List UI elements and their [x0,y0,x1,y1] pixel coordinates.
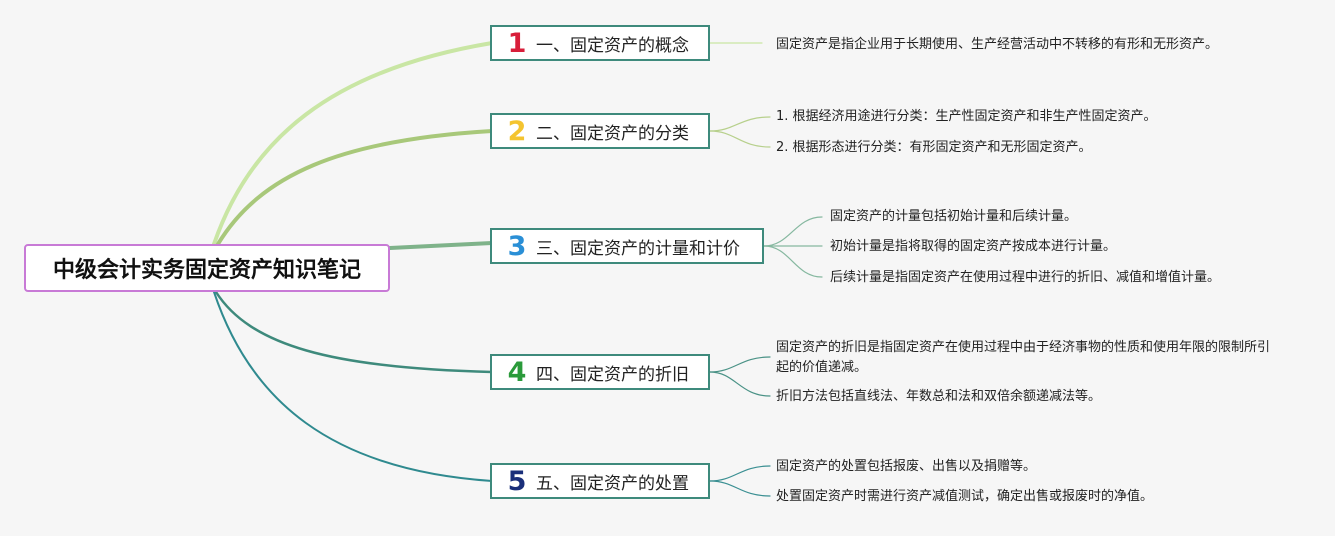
branch-label-4: 四、固定资产的折旧 [536,364,689,385]
number-4-icon: 4 [507,356,527,388]
leaf-2-1[interactable]: 1. 根据经济用途进行分类：生产性固定资产和非生产性固定资产。 [776,109,1157,124]
leaf-link-3-1 [763,216,823,247]
root-title: 中级会计实务固定资产知识笔记 [52,258,361,283]
leaf-3-2[interactable]: 初始计量是指将取得的固定资产按成本进行计量。 [830,239,1117,254]
leaf-5-2[interactable]: 处置固定资产时需进行资产减值测试，确定出售或报废时的净值。 [776,489,1154,504]
leaf-3-1[interactable]: 固定资产的计量包括初始计量和后续计量。 [830,209,1078,224]
leaf-4-1[interactable]: 固定资产的折旧是指固定资产在使用过程中由于经济事物的性质和使用年限的限制所引起的… [776,340,1271,375]
branch-label-2: 二、固定资产的分类 [536,123,689,144]
root-link-2 [216,129,494,246]
leaf-3-3[interactable]: 后续计量是指固定资产在使用过程中进行的折旧、减值和增值计量。 [830,270,1221,285]
number-1-icon: 1 [507,27,527,59]
leaf-4-2[interactable]: 折旧方法包括直线法、年数总和法和双倍余额递减法等。 [776,389,1102,404]
leaf-link-2-1 [709,116,771,132]
number-5-icon: 5 [507,465,527,497]
leaf-2-2[interactable]: 2. 根据形态进行分类：有形固定资产和无形固定资产。 [776,140,1092,155]
root-link-5 [213,291,493,482]
branch-node-5[interactable]: 5 五、固定资产的处置 [490,463,710,499]
branch-node-1[interactable]: 1 一、固定资产的概念 [490,25,710,61]
number-2-icon: 2 [507,115,527,147]
branch-label-1: 一、固定资产的概念 [536,35,689,56]
leaf-link-4-1 [709,356,771,373]
branch-label-3: 三、固定资产的计量和计价 [536,238,740,259]
branch-node-4[interactable]: 4 四、固定资产的折旧 [490,354,710,390]
leaf-link-5-1 [709,465,771,482]
leaf-link-3-3 [763,245,823,278]
branch-node-3[interactable]: 3 三、固定资产的计量和计价 [490,228,764,264]
root-link-4 [214,290,494,374]
branch-label-5: 五、固定资产的处置 [536,473,689,494]
branch-node-2[interactable]: 2 二、固定资产的分类 [490,113,710,149]
root-node[interactable]: 中级会计实务固定资产知识笔记 [24,244,390,292]
leaf-5-1[interactable]: 固定资产的处置包括报废、出售以及捐赠等。 [776,459,1037,474]
leaf-1-1[interactable]: 固定资产是指企业用于长期使用、生产经营活动中不转移的有形和无形资产。 [776,37,1219,52]
leaf-link-2-2 [709,130,771,148]
root-link-3 [388,241,494,250]
number-3-icon: 3 [507,230,527,262]
root-link-1 [212,41,494,246]
leaf-link-5-2 [709,480,771,497]
leaf-link-4-2 [709,371,771,397]
